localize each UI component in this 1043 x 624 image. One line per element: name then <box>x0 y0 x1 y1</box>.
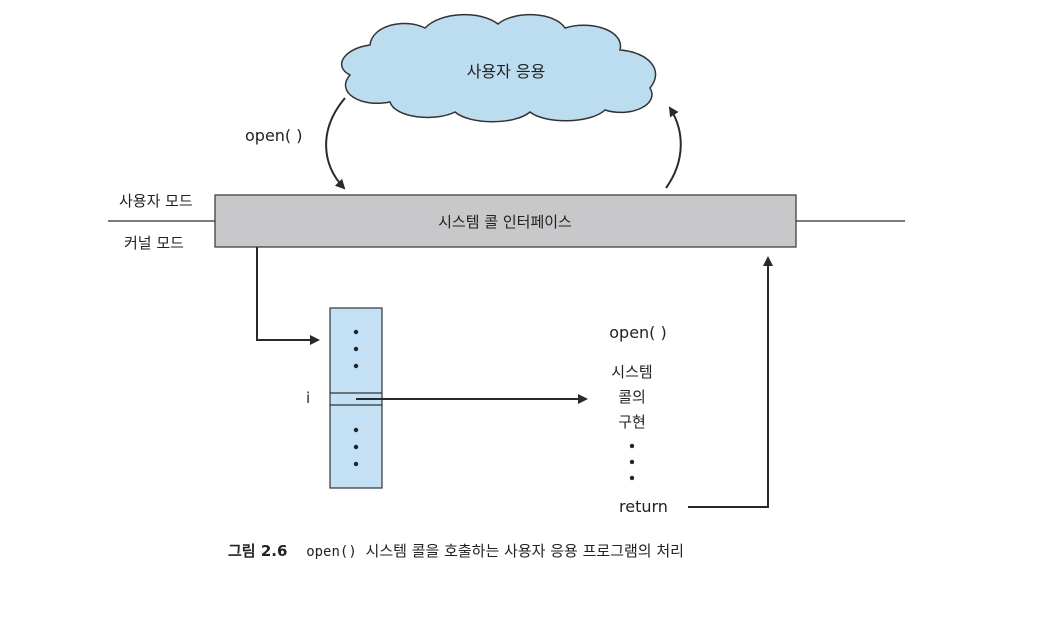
table-index-label: i <box>306 389 311 407</box>
dispatch-arrow <box>256 247 320 345</box>
table-dot <box>353 346 359 352</box>
caption-number: 그림 2.6 <box>228 542 288 560</box>
table-dot <box>353 427 359 433</box>
table-dot <box>353 329 359 335</box>
return-label: return <box>619 497 668 516</box>
table-dot <box>353 461 359 467</box>
interface-label: 시스템 콜 인터페이스 <box>438 213 572 231</box>
impl-dot <box>629 459 635 465</box>
system-call-interface-bar <box>214 194 797 248</box>
table-dot <box>353 363 359 369</box>
kernel-mode-label: 커널 모드 <box>124 234 184 252</box>
return-to-app-arrow <box>665 106 682 189</box>
impl-line-3: 구현 <box>618 413 646 431</box>
impl-title: open( ) <box>609 323 667 342</box>
cloud-label: 사용자 응용 <box>466 62 546 81</box>
open-call-arrow <box>325 97 346 190</box>
return-arrow <box>688 256 773 508</box>
figure-caption: 그림 2.6 open() 시스템 콜을 호출하는 사용자 응용 프로그램의 처… <box>228 540 684 561</box>
impl-line-2: 콜의 <box>618 388 646 406</box>
caption-text: 시스템 콜을 호출하는 사용자 응용 프로그램의 처리 <box>365 542 684 560</box>
caption-code: open() <box>306 544 357 560</box>
impl-dot <box>629 443 635 449</box>
table-dot <box>353 444 359 450</box>
user-application-cloud <box>340 13 657 123</box>
open-call-label: open( ) <box>245 126 303 145</box>
impl-dot <box>629 475 635 481</box>
impl-line-1: 시스템 <box>611 363 653 381</box>
user-mode-label: 사용자 모드 <box>119 192 193 210</box>
